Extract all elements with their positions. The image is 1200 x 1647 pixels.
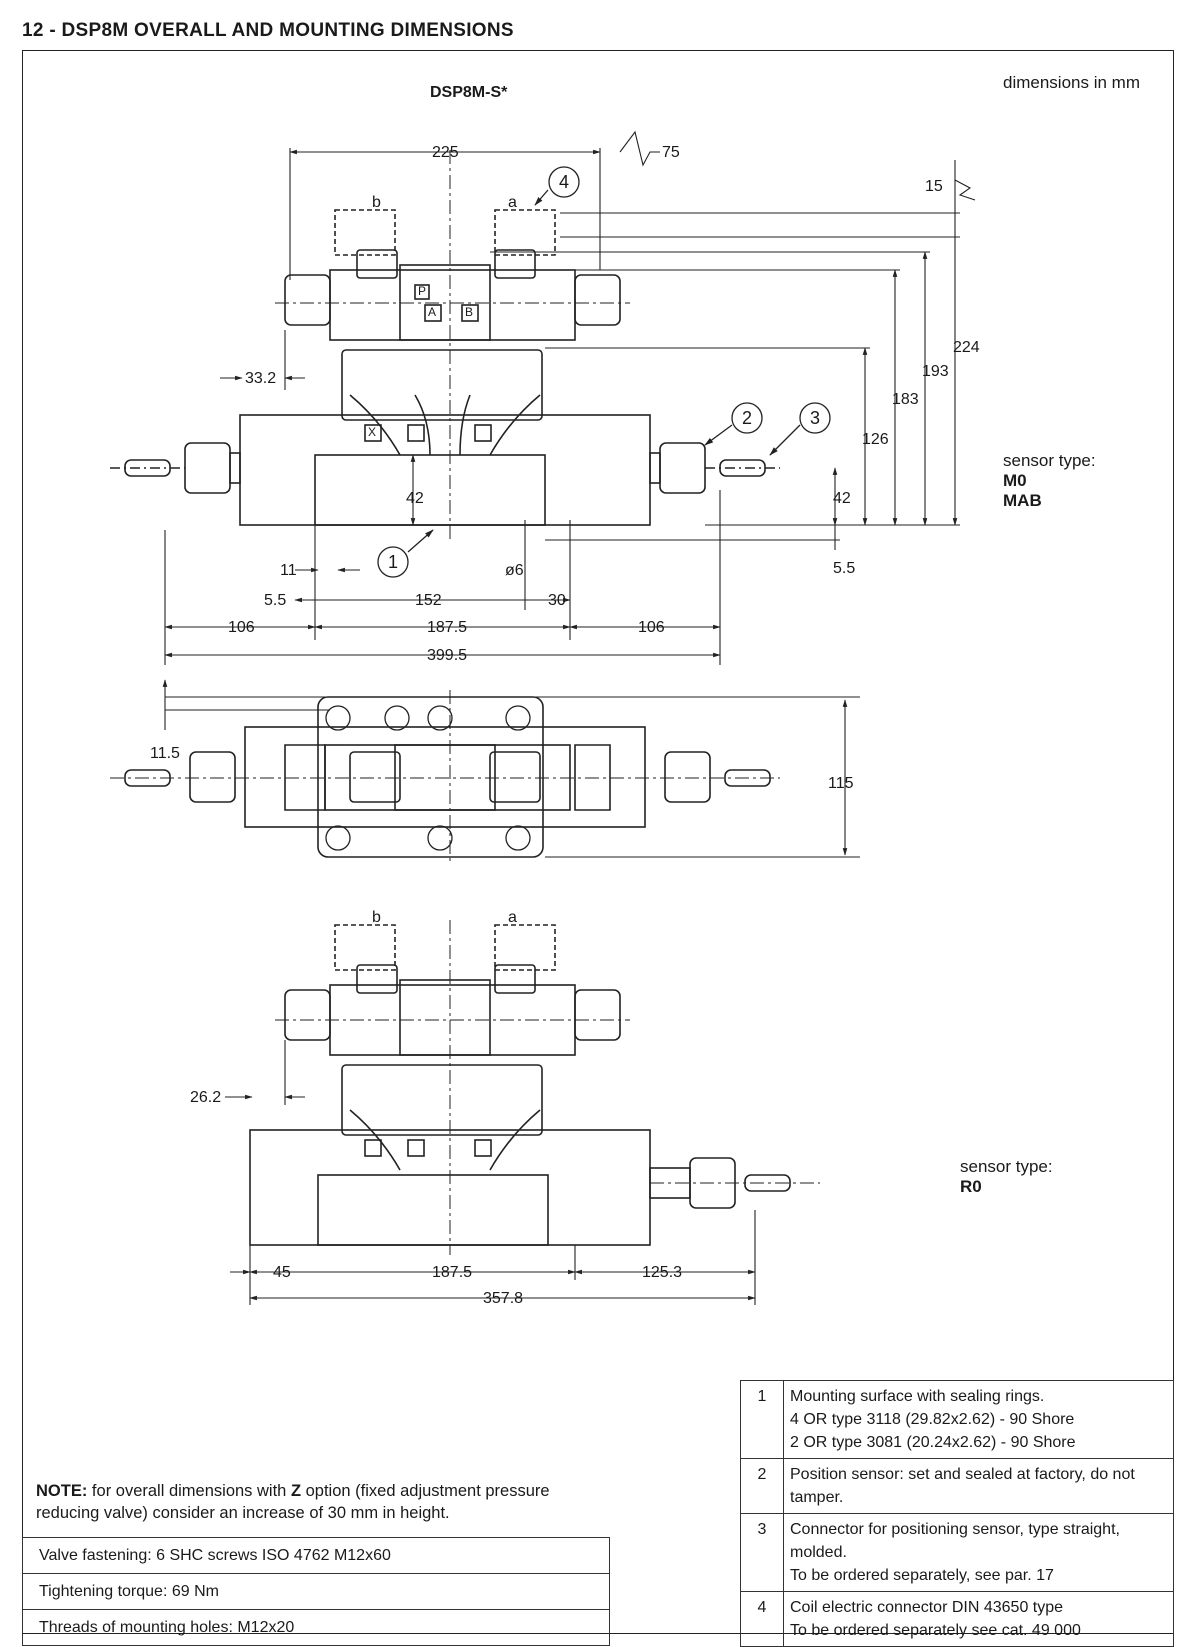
dim-224: 224 [953, 339, 980, 356]
legend-line: To be ordered separately, see par. 17 [790, 1567, 1054, 1584]
legend-row-4: 4 Coil electric connector DIN 43650 type… [740, 1591, 1174, 1647]
dim-42-right: 42 [833, 490, 851, 507]
dim-399-5: 399.5 [427, 647, 468, 664]
dim-42-center: 42 [406, 490, 424, 507]
dim-125-3: 125.3 [642, 1264, 683, 1281]
dim-5-5-left: 5.5 [264, 592, 287, 609]
info-valve-fastening: Valve fastening: 6 SHC screws ISO 4762 M… [22, 1537, 610, 1574]
legend-row-1: 1 Mounting surface with sealing rings. 4 … [740, 1380, 1174, 1459]
dim-193: 193 [922, 363, 949, 380]
dim-225: 225 [432, 144, 459, 161]
sensor-r0-type: R0 [960, 1177, 982, 1196]
legend-num: 2 [740, 1458, 784, 1514]
dim-15: 15 [925, 178, 943, 195]
dim-152: 152 [415, 592, 442, 609]
table-row: Threads of mounting holes: M12x20 [22, 1609, 610, 1646]
dim-106-right: 106 [638, 619, 665, 636]
note-prefix: NOTE: [36, 1482, 88, 1500]
callout-4: 4 [559, 172, 570, 192]
front-view-top [110, 150, 780, 540]
sensor-mab-type: MAB [1003, 491, 1042, 510]
dim-183: 183 [892, 391, 919, 408]
coil-a-label: a [508, 194, 517, 211]
sensor-r0-label: sensor type: [960, 1157, 1053, 1176]
legend-line: Mounting surface with sealing rings. [790, 1388, 1045, 1405]
legend-text: Mounting surface with sealing rings. 4 OR… [783, 1380, 1174, 1459]
legend-text: Connector for positioning sensor, type s… [783, 1513, 1174, 1592]
dim-11-5: 11.5 [150, 745, 180, 762]
legend-line: Coil electric connector DIN 43650 type [790, 1599, 1064, 1616]
legend-line: Position sensor: set and sealed at facto… [790, 1466, 1135, 1506]
callout-2: 2 [742, 408, 753, 428]
plan-view-middle [110, 690, 780, 865]
dim-6: ø6 [505, 562, 524, 579]
note-text-1: for overall dimensions with [87, 1482, 291, 1500]
legend-table: 1 Mounting surface with sealing rings. 4 … [740, 1380, 1174, 1647]
dim-75: 75 [662, 144, 680, 161]
legend-line: 2 OR type 3081 (20.24x2.62) - 90 Shore [790, 1434, 1076, 1451]
dim-187-5: 187.5 [427, 619, 468, 636]
legend-row-3: 3 Connector for positioning sensor, type… [740, 1513, 1174, 1592]
port-x-label: X [368, 425, 377, 439]
dim-33-2: 33.2 [245, 370, 277, 387]
units-note: dimensions in mm [1003, 73, 1140, 92]
callout-3: 3 [810, 408, 821, 428]
sensor-m0-type: M0 [1003, 471, 1027, 490]
callout-1: 1 [388, 552, 399, 572]
legend-num: 3 [740, 1513, 784, 1592]
dim-30: 30 [548, 592, 566, 609]
coil-b-label: b [372, 194, 381, 211]
legend-line: 4 OR type 3118 (29.82x2.62) - 90 Shore [790, 1411, 1075, 1428]
page-heading: 12 - DSP8M OVERALL AND MOUNTING DIMENSIO… [22, 20, 514, 41]
legend-num: 4 [740, 1591, 784, 1647]
model-label: DSP8M-S* [430, 84, 508, 101]
dim-11: 11 [280, 562, 297, 579]
port-b-label: B [465, 305, 474, 319]
coil-b-label-bottom: b [372, 909, 381, 926]
dim-5-5-right: 5.5 [833, 560, 856, 577]
dim-357-8: 357.8 [483, 1290, 524, 1307]
legend-text: Position sensor: set and sealed at facto… [783, 1458, 1174, 1514]
note-text: NOTE: for overall dimensions with Z opti… [36, 1480, 596, 1524]
port-p-label: P [418, 284, 427, 298]
dim-26-2: 26.2 [190, 1089, 222, 1106]
sensor-m0-label: sensor type: [1003, 451, 1096, 470]
legend-num: 1 [740, 1380, 784, 1459]
dim-187-5-bottom: 187.5 [432, 1264, 473, 1281]
dim-45: 45 [273, 1264, 291, 1281]
note-text-2: option (fixed adjustment pressure reduci… [36, 1482, 550, 1522]
info-threads: Threads of mounting holes: M12x20 [22, 1609, 610, 1646]
legend-line: To be ordered separately see cat. 49 000 [790, 1622, 1081, 1639]
info-tightening-torque: Tightening torque: 69 Nm [22, 1573, 610, 1610]
port-a-label: A [428, 305, 437, 319]
fastening-info-table: Valve fastening: 6 SHC screws ISO 4762 M… [22, 1537, 610, 1646]
legend-line: Connector for positioning sensor, type s… [790, 1521, 1120, 1561]
dim-126: 126 [862, 431, 889, 448]
note-z: Z [290, 1482, 302, 1500]
dim-115: 115 [828, 775, 854, 792]
coil-a-label-bottom: a [508, 909, 517, 926]
table-row: Valve fastening: 6 SHC screws ISO 4762 M… [22, 1537, 610, 1574]
legend-row-2: 2 Position sensor: set and sealed at fac… [740, 1458, 1174, 1514]
dim-106-left: 106 [228, 619, 255, 636]
front-view-bottom [249, 920, 820, 1255]
table-row: Tightening torque: 69 Nm [22, 1573, 610, 1610]
